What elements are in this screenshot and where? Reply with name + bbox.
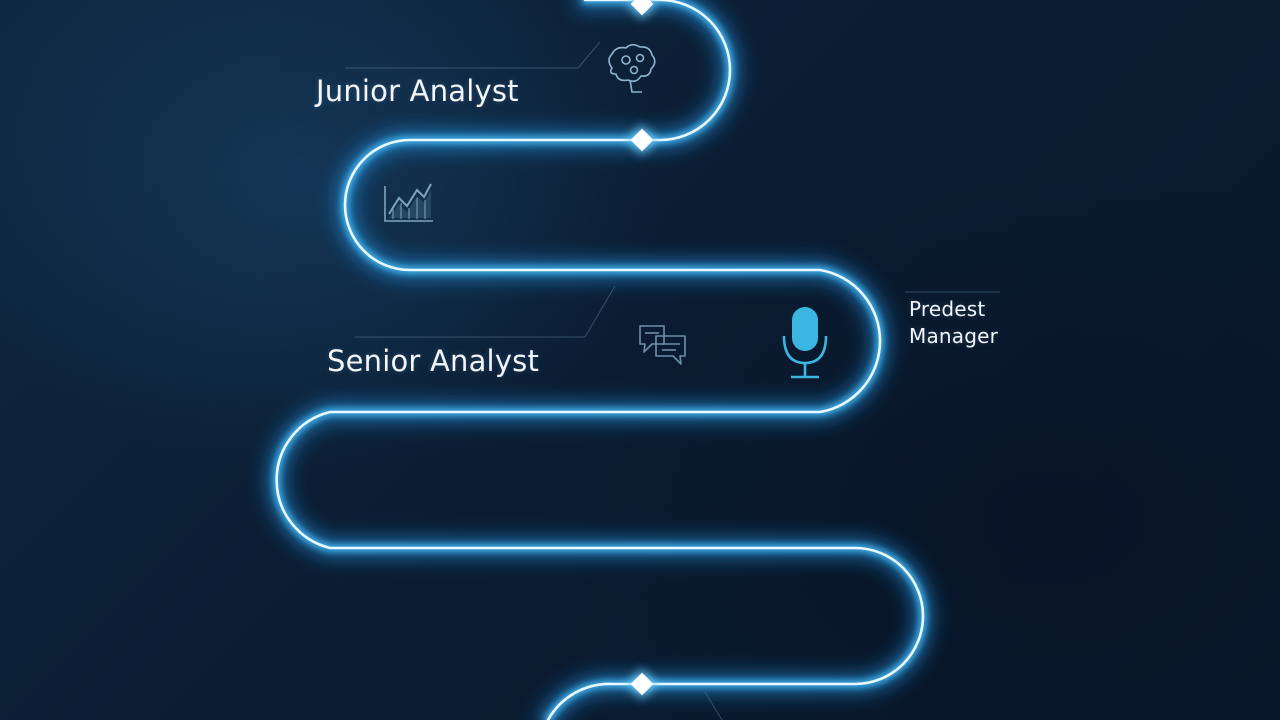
- connector-lines: [345, 41, 1000, 720]
- connector-line-bottom-diag: [704, 691, 723, 720]
- connector-line-senior-diag: [584, 285, 616, 338]
- milestone-node-bottom: [627, 669, 657, 699]
- connector-line-junior-diag: [577, 41, 601, 69]
- milestone-node-junior: [627, 125, 657, 155]
- career-path: [265, 0, 934, 720]
- milestone-node-top: [627, 0, 657, 19]
- stage-label-manager-line1: Predest: [909, 297, 986, 321]
- milestone-nodes: [627, 0, 657, 699]
- chat-bubbles-icon: [639, 325, 686, 365]
- stage-label-senior-analyst: Senior Analyst: [327, 344, 540, 378]
- line-chart-icon: [384, 183, 433, 222]
- stage-label-junior-analyst: Junior Analyst: [316, 74, 519, 108]
- microphone-icon: [782, 307, 828, 379]
- stage-label-manager: Predest Manager: [909, 296, 998, 350]
- brain-gears-icon: [608, 43, 656, 93]
- stage-label-manager-line2: Manager: [909, 324, 999, 348]
